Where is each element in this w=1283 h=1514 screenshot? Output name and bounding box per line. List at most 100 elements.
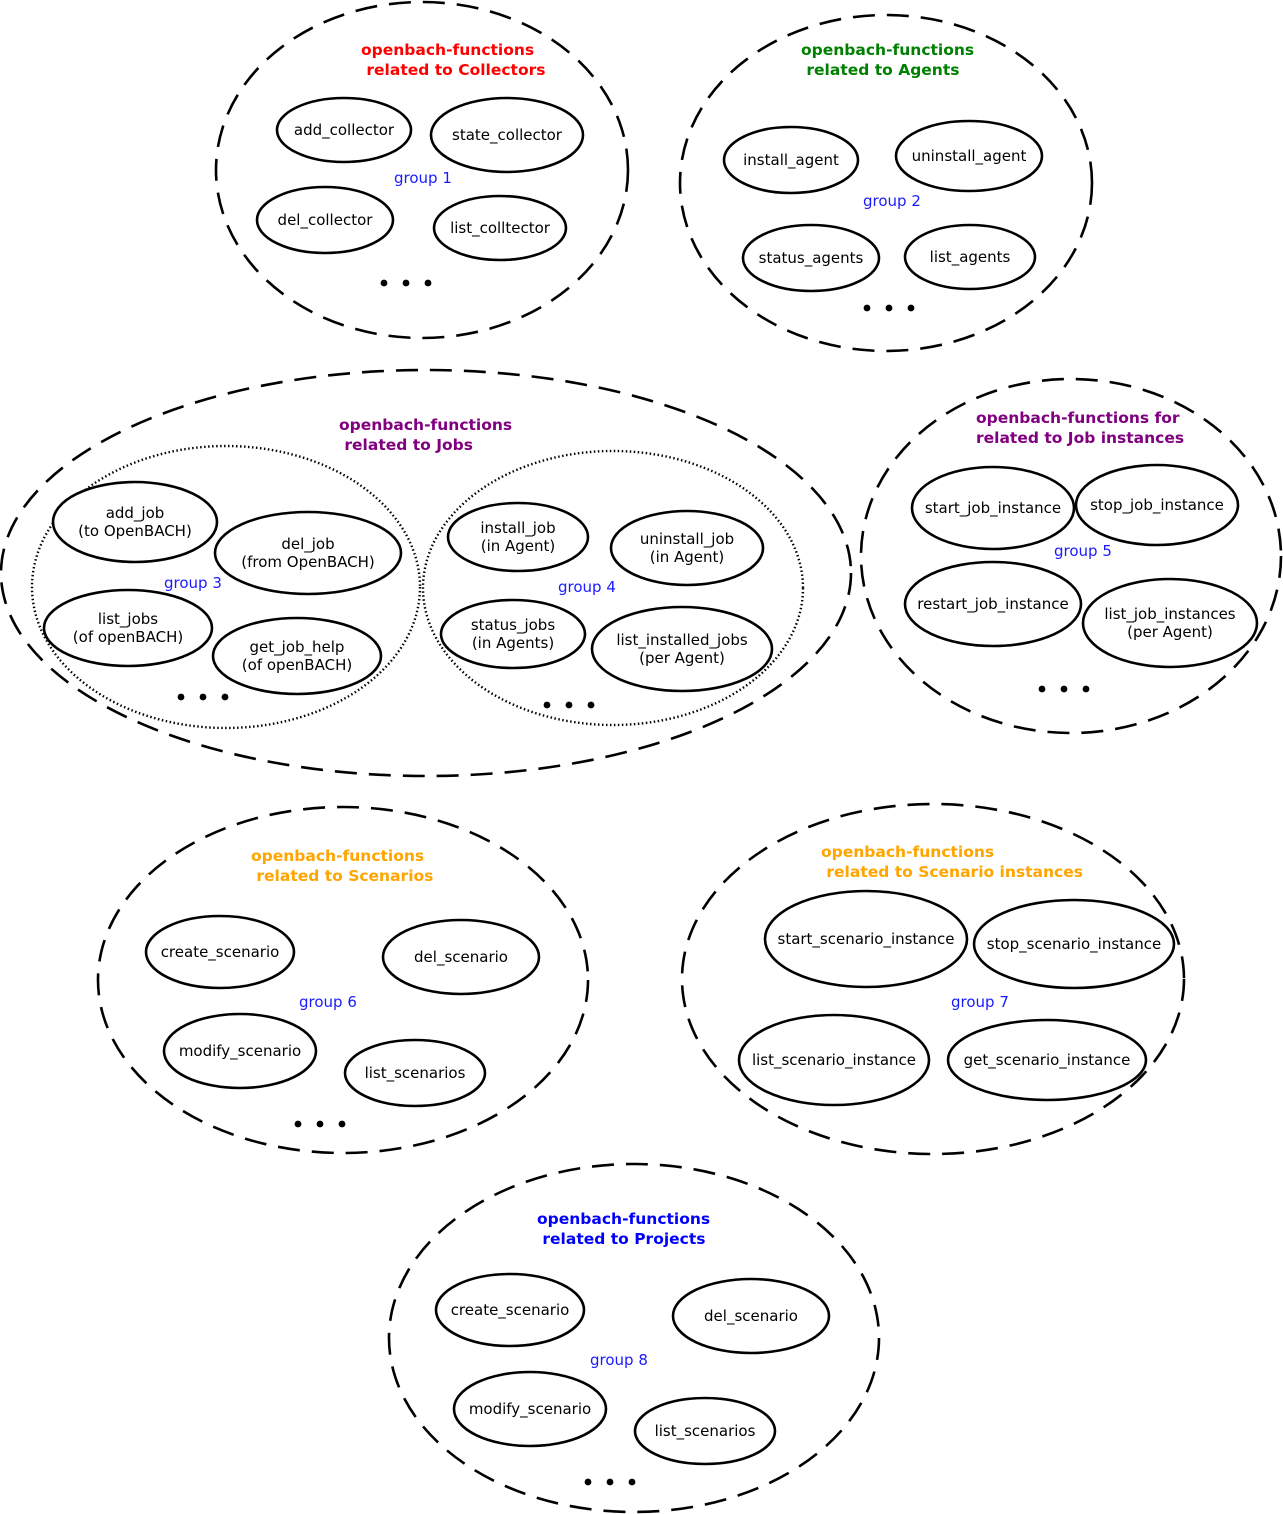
projects-ellipsis bbox=[584, 1478, 636, 1486]
ellipsis-dot bbox=[424, 279, 432, 287]
fn-start-scenario-instance: start_scenario_instance bbox=[763, 889, 969, 989]
collectors-outer-ellipse bbox=[214, 0, 630, 340]
fn-create-scenario-project: create_scenario bbox=[434, 1272, 586, 1348]
ellipsis-dot bbox=[907, 304, 915, 312]
fn-list-jobs: list_jobs(of openBACH) bbox=[42, 588, 214, 668]
fn-del-job-ellipse bbox=[213, 510, 403, 596]
projects-title-line: related to Projects bbox=[537, 1230, 706, 1248]
group-7-label: group 7 bbox=[951, 993, 1009, 1011]
fn-list-job-instances-label: list_job_instances bbox=[1104, 605, 1235, 624]
fn-del-scenario-project-ellipse bbox=[671, 1277, 831, 1355]
scenarios-title: openbach-functions related to Scenarios bbox=[251, 847, 433, 885]
fn-status-agents-ellipse bbox=[741, 223, 881, 293]
ellipsis-dot bbox=[177, 693, 185, 701]
group-1-label: group 1 bbox=[394, 169, 452, 187]
fn-modify-scenario: modify_scenario bbox=[162, 1012, 318, 1090]
fn-uninstall-agent-ellipse bbox=[894, 119, 1044, 193]
fn-add-job-label: add_job bbox=[106, 504, 165, 523]
fn-stop-scenario-instance: stop_scenario_instance bbox=[972, 898, 1176, 990]
job-instances-title-line: openbach-functions for bbox=[976, 409, 1180, 427]
scenarios-title-line: related to Scenarios bbox=[251, 867, 433, 885]
group-6-label: group 6 bbox=[299, 993, 357, 1011]
group-3-ellipsis bbox=[177, 693, 229, 701]
group-3-label: group 3 bbox=[164, 574, 222, 592]
fn-list-scenario-instance-label: list_scenario_instance bbox=[752, 1051, 916, 1070]
fn-status-jobs-label: (in Agents) bbox=[472, 634, 554, 652]
fn-modify-scenario-project-ellipse bbox=[452, 1370, 608, 1448]
group-5-label: group 5 bbox=[1054, 542, 1112, 560]
fn-get-job-help-label: (of openBACH) bbox=[242, 656, 352, 674]
fn-start-scenario-instance-label: start_scenario_instance bbox=[778, 930, 955, 949]
fn-get-scenario-instance-label: get_scenario_instance bbox=[964, 1051, 1131, 1070]
fn-install-agent-ellipse bbox=[722, 125, 860, 195]
group-2-label: group 2 bbox=[863, 192, 921, 210]
fn-add-collector-label: add_collector bbox=[294, 121, 395, 140]
group-3-inner-ellipse bbox=[30, 444, 422, 730]
fn-list-agents-label: list_agents bbox=[930, 248, 1011, 267]
fn-state-collector: state_collector bbox=[429, 96, 585, 174]
fn-del-scenario-project: del_scenario bbox=[671, 1277, 831, 1355]
fn-list-colltector-label: list_colltector bbox=[450, 219, 551, 238]
fn-list-installed-jobs-label: list_installed_jobs bbox=[616, 631, 748, 650]
fn-list-scenarios-label: list_scenarios bbox=[365, 1064, 466, 1083]
fn-stop-job-instance: stop_job_instance bbox=[1074, 463, 1240, 547]
projects-title: openbach-functions related to Projects bbox=[537, 1210, 710, 1248]
ellipsis-dot bbox=[402, 279, 410, 287]
projects-title-line: openbach-functions bbox=[537, 1210, 710, 1228]
fn-start-scenario-instance-ellipse bbox=[763, 889, 969, 989]
agents-outer-ellipse bbox=[678, 13, 1094, 353]
scenarios-ellipsis bbox=[294, 1120, 346, 1128]
ellipsis-dot bbox=[628, 1478, 636, 1486]
fn-get-job-help-label: get_job_help bbox=[250, 638, 345, 657]
fn-status-agents-label: status_agents bbox=[759, 249, 864, 268]
fn-get-job-help-ellipse bbox=[211, 616, 383, 696]
fn-create-scenario-ellipse bbox=[144, 914, 296, 990]
fn-uninstall-agent: uninstall_agent bbox=[894, 119, 1044, 193]
ellipsis-dot bbox=[584, 1478, 592, 1486]
fn-install-agent: install_agent bbox=[722, 125, 860, 195]
ellipsis-dot bbox=[221, 693, 229, 701]
fn-list-scenarios-ellipse bbox=[343, 1038, 487, 1108]
scenarios-outer-ellipse bbox=[96, 805, 590, 1155]
fn-modify-scenario-project: modify_scenario bbox=[452, 1370, 608, 1448]
collectors-title-line: related to Collectors bbox=[361, 61, 545, 79]
ellipsis-dot bbox=[885, 304, 893, 312]
fn-list-job-instances-label: (per Agent) bbox=[1127, 623, 1213, 641]
ellipsis-dot bbox=[199, 693, 207, 701]
jobs-title: openbach-functions related to Jobs bbox=[339, 416, 512, 454]
agents-title: openbach-functions related to Agents bbox=[801, 41, 974, 79]
fn-modify-scenario-ellipse bbox=[162, 1012, 318, 1090]
fn-get-scenario-instance: get_scenario_instance bbox=[946, 1018, 1148, 1102]
fn-stop-scenario-instance-label: stop_scenario_instance bbox=[987, 935, 1161, 954]
fn-del-job-label: del_job bbox=[281, 535, 334, 554]
ellipsis-dot bbox=[316, 1120, 324, 1128]
fn-get-job-help: get_job_help(of openBACH) bbox=[211, 616, 383, 696]
ellipsis-dot bbox=[565, 701, 573, 709]
fn-list-scenarios-project-label: list_scenarios bbox=[655, 1422, 756, 1441]
collectors-title: openbach-functions related to Collectors bbox=[361, 41, 545, 79]
fn-del-scenario-project-label: del_scenario bbox=[704, 1307, 798, 1326]
fn-install-agent-label: install_agent bbox=[743, 151, 839, 170]
fn-install-job-label: install_job bbox=[480, 519, 555, 538]
ellipsis-dot bbox=[338, 1120, 346, 1128]
job-instances-outer-ellipse bbox=[859, 377, 1283, 735]
fn-state-collector-ellipse bbox=[429, 96, 585, 174]
fn-del-scenario: del_scenario bbox=[381, 918, 541, 996]
fn-modify-scenario-project-label: modify_scenario bbox=[469, 1400, 591, 1419]
fn-del-job: del_job(from OpenBACH) bbox=[213, 510, 403, 596]
fn-status-agents: status_agents bbox=[741, 223, 881, 293]
fn-install-job-label: (in Agent) bbox=[481, 537, 556, 555]
fn-list-installed-jobs: list_installed_jobs(per Agent) bbox=[590, 605, 774, 693]
ellipsis-dot bbox=[1038, 685, 1046, 693]
ellipsis-dot bbox=[1082, 685, 1090, 693]
fn-del-collector-label: del_collector bbox=[278, 211, 374, 230]
scenario-instances-outer-ellipse bbox=[680, 802, 1186, 1156]
agents-ellipsis bbox=[863, 304, 915, 312]
jobs-title-line: related to Jobs bbox=[339, 436, 473, 454]
fn-create-scenario: create_scenario bbox=[144, 914, 296, 990]
group-8-label: group 8 bbox=[590, 1351, 648, 1369]
jobs-outer-ellipse bbox=[0, 368, 853, 778]
fn-list-jobs-ellipse bbox=[42, 588, 214, 668]
fn-get-scenario-instance-ellipse bbox=[946, 1018, 1148, 1102]
group-4-ellipsis bbox=[543, 701, 595, 709]
